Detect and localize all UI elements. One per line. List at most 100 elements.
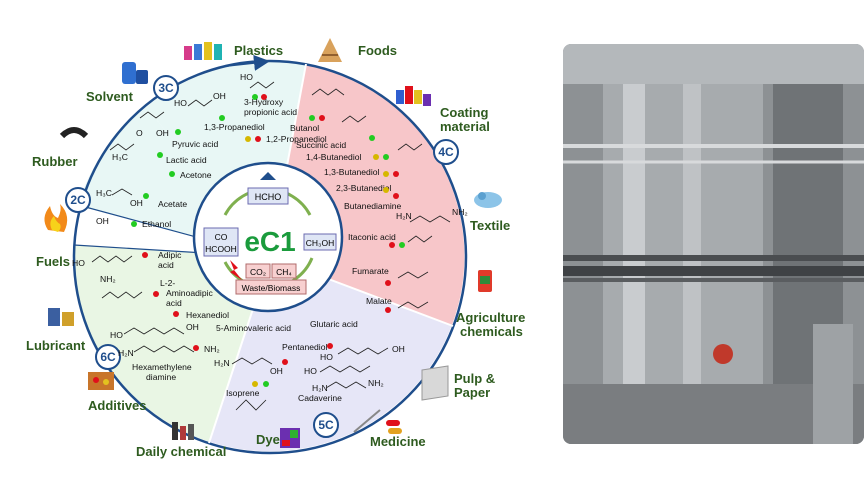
core-ch4-box: CH₄ [271,263,297,279]
svg-text:OH: OH [130,198,143,208]
dot-yellow [252,381,258,387]
svg-text:OH: OH [270,366,283,376]
svg-text:H₃C: H₃C [112,152,128,162]
dot-green [219,115,225,121]
sector-label-5c: 5C [313,412,339,438]
structure-cadaverine [325,381,367,389]
structure-butanediamine [409,215,451,223]
ring-arrow-top [224,54,270,71]
svg-text:OH: OH [186,322,199,332]
svg-text:L-2-: L-2- [160,278,175,288]
svg-text:3-Hydroxy: 3-Hydroxy [244,97,284,107]
sector-label-2c: 2C [65,187,91,213]
svg-text:HCHO: HCHO [255,192,282,202]
structure-adipic [91,255,133,263]
svg-text:HCOOH: HCOOH [205,244,237,254]
core-title: eC1 [244,226,295,257]
app-foods: Foods [358,43,397,58]
medicine-icon [353,409,402,434]
app-lubricant: Lubricant [26,338,86,353]
svg-text:CH₃OH: CH₃OH [306,238,335,248]
svg-text:NH₂: NH₂ [368,378,384,388]
svg-text:OH: OH [156,128,169,138]
foods-icon [318,38,342,62]
svg-text:H₂N: H₂N [214,358,230,368]
paper-icon [421,365,449,401]
plastics-icon [184,42,222,60]
svg-text:NH₂: NH₂ [100,274,116,284]
svg-text:NH₂: NH₂ [204,344,220,354]
svg-text:OH: OH [96,216,109,226]
dot-red [282,359,288,365]
svg-text:HO: HO [304,366,317,376]
app-daily-chemical: Daily chemical [136,444,226,459]
bioreactor-photo [563,44,864,444]
dot-red [153,291,159,297]
app-paper: Paper [454,385,490,400]
app-agriculture: Agriculture [456,310,525,325]
svg-text:Cadaverine: Cadaverine [298,393,342,403]
svg-text:H₂N: H₂N [312,383,328,393]
dot-green [383,154,389,160]
dye-icon [280,428,300,448]
outer-ring [72,59,468,455]
app-solvent: Solvent [86,89,134,104]
structure-aminovaleric [231,357,273,365]
sector-label-6c: 6C [95,344,121,370]
svg-text:HO: HO [240,72,253,82]
app-medicine: Medicine [370,434,426,449]
dot-yellow [383,187,389,193]
svg-text:Butanediamine: Butanediamine [344,201,402,211]
svg-text:1,3-Butanediol: 1,3-Butanediol [324,167,380,177]
dot-green [309,115,315,121]
svg-text:OH: OH [392,344,405,354]
app-agriculture-2: chemicals [460,324,523,339]
svg-text:4C: 4C [438,145,454,159]
app-plastics: Plastics [234,43,283,58]
svg-text:Pentanediol: Pentanediol [282,342,327,352]
core-hcho-box: HCHO [247,187,289,205]
structure-pyruvic [139,111,165,119]
core-top-arrow [260,172,276,180]
dot-red [385,307,391,313]
structure-aminoadipic [101,291,143,299]
svg-text:6C: 6C [100,350,116,364]
svg-text:Malate: Malate [366,296,392,306]
core-waste-box: Waste/Biomass [235,279,307,295]
dot-red [193,345,199,351]
svg-text:Isoprene: Isoprene [226,388,260,398]
svg-text:HO: HO [320,352,333,362]
structure-glutaric [337,347,389,355]
dot-red [261,94,267,100]
app-dye: Dye [256,432,280,447]
agriculture-icon [478,270,492,292]
dot-red [142,252,148,258]
svg-text:Butanol: Butanol [290,123,319,133]
fire-icon [44,204,68,232]
svg-text:propionic acid: propionic acid [244,107,297,117]
dot-red [393,171,399,177]
structure-pentanediol [319,365,371,373]
svg-text:Waste/Biomass: Waste/Biomass [242,283,301,293]
app-fuels: Fuels [36,254,70,269]
dot-red [389,242,395,248]
core-circle [192,161,344,313]
svg-text:H₂N: H₂N [396,211,412,221]
rubber-icon [59,127,89,139]
structure-hexanediol [123,327,185,335]
svg-text:Succinic acid: Succinic acid [296,140,346,150]
structure-hexamethylene-diamine [133,345,195,353]
svg-text:Itaconic acid: Itaconic acid [348,232,396,242]
dot-red [255,136,261,142]
svg-text:OH: OH [213,91,226,101]
svg-text:Aminoadipic: Aminoadipic [166,288,214,298]
sector-label-4c: 4C [433,139,459,165]
svg-text:2,3-Butanediol: 2,3-Butanediol [336,183,392,193]
svg-text:3C: 3C [158,81,174,95]
textile-icon [474,192,502,208]
ec1-chemicals-wheel: 3C 4C 2C 6C 5C HCHO CO HCOOH CH₃OH eC1 C… [26,38,525,459]
structure-fumarate [397,271,429,279]
svg-text:Pyruvic acid: Pyruvic acid [172,139,219,149]
svg-text:Acetone: Acetone [180,170,212,180]
svg-text:H₂N: H₂N [118,348,134,358]
